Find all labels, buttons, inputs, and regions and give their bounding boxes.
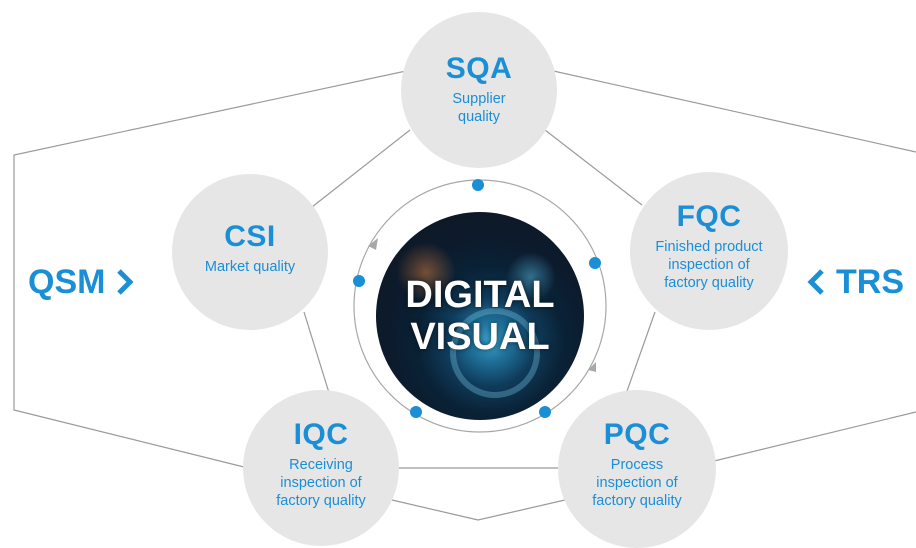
node-csi: CSI Market quality <box>172 174 328 330</box>
node-abbr: SQA <box>445 52 513 85</box>
node-abbr: FQC <box>676 200 742 233</box>
node-sqa: SQA Supplier quality <box>401 12 557 168</box>
node-iqc: IQC Receiving inspection of factory qual… <box>243 390 399 546</box>
orbit-arrow-left <box>368 238 378 250</box>
orbit-arrow-right <box>588 362 596 372</box>
qsm-label: QSM <box>28 262 135 302</box>
inner-pentagon <box>303 129 656 397</box>
outer-frame <box>13 67 916 521</box>
center-title-line1: DIGITAL <box>405 274 555 316</box>
node-desc: Process inspection of factory quality <box>592 457 682 509</box>
node-desc: Market quality <box>204 259 296 275</box>
node-fqc: FQC Finished product inspection of facto… <box>630 172 788 330</box>
qsm-text: QSM <box>28 263 106 301</box>
eye-iris-graphic <box>450 308 540 398</box>
orbit-dots <box>353 179 601 418</box>
chevron-left-icon <box>806 268 826 296</box>
node-abbr: CSI <box>224 220 276 253</box>
orbit-arrows <box>368 238 596 372</box>
orbit-dot <box>410 406 422 418</box>
node-desc: Finished product inspection of factory q… <box>655 239 763 291</box>
orbit-dot <box>539 406 551 418</box>
orbit-dot <box>589 257 601 269</box>
node-desc: Receiving inspection of factory quality <box>276 457 366 509</box>
trs-label: TRS <box>806 262 904 302</box>
node-pqc: PQC Process inspection of factory qualit… <box>558 390 716 548</box>
center-title-line2: VISUAL <box>410 316 550 358</box>
center-title: DIGITAL VISUAL <box>376 212 584 420</box>
orbit-dot <box>353 275 365 287</box>
trs-text: TRS <box>836 263 904 301</box>
center-digital-visual: DIGITAL VISUAL <box>376 212 584 420</box>
node-abbr: PQC <box>603 418 671 451</box>
chevron-right-icon <box>115 268 135 296</box>
center-glow <box>506 252 556 302</box>
center-glow <box>396 242 456 302</box>
node-desc: Supplier quality <box>452 91 506 125</box>
orbit-dot <box>472 179 484 191</box>
node-abbr: IQC <box>293 418 349 451</box>
